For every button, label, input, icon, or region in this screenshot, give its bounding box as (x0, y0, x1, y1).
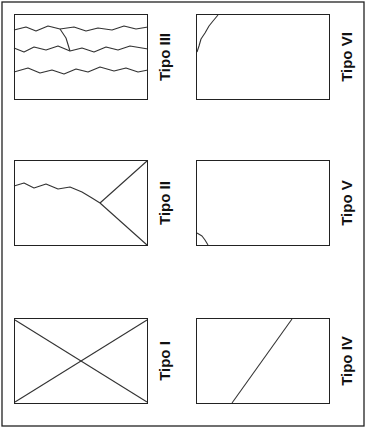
type-label: Tipo III (156, 33, 173, 81)
label-zone: Tipo III (152, 15, 176, 99)
specimen-box: Tipo III (14, 14, 148, 100)
specimen-box: Tipo I (14, 318, 148, 404)
columnar-cracks (14, 26, 148, 74)
label-zone: Tipo II (152, 161, 176, 245)
corner-crack (197, 233, 208, 245)
label-zone: Tipo VI (334, 15, 358, 99)
type-label: Tipo IV (338, 336, 355, 386)
type-label: Tipo VI (338, 32, 355, 82)
end-corner-crack (197, 15, 218, 52)
label-zone: Tipo I (152, 319, 176, 403)
diagonal-shear-crack (232, 319, 292, 403)
label-zone: Tipo V (334, 161, 358, 245)
type-label: Tipo II (156, 181, 173, 225)
label-zone: Tipo IV (334, 319, 358, 403)
specimen-box: Tipo V (196, 160, 330, 246)
specimen-box: Tipo VI (196, 14, 330, 100)
outer-frame (2, 2, 364, 426)
cone-cone-cracks (15, 320, 147, 402)
type-label: Tipo I (156, 341, 173, 381)
type-label: Tipo V (338, 180, 355, 226)
specimen-box: Tipo IV (196, 318, 330, 404)
cone-split-cracks (14, 161, 147, 245)
specimen-box: Tipo II (14, 160, 148, 246)
